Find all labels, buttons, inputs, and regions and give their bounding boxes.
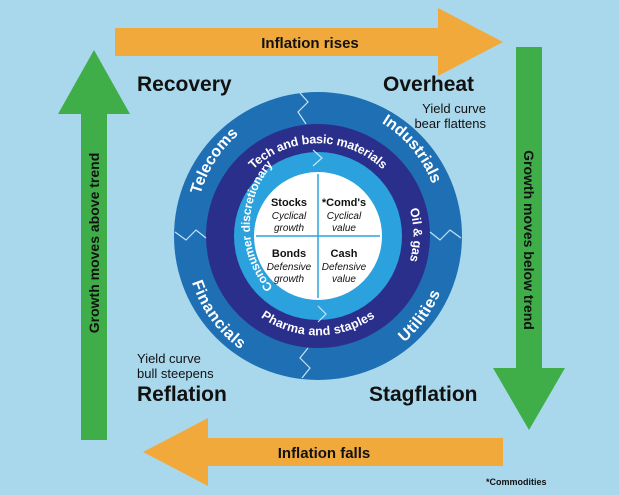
inflation-falls-label: Inflation falls xyxy=(278,445,371,462)
note-reflation-line1: Yield curve xyxy=(137,351,201,366)
middle-label-oil-gas: Oil & gas xyxy=(407,206,425,263)
core-cash-line2: value xyxy=(332,274,356,285)
note-overheat-line2: bear flattens xyxy=(414,116,486,131)
core-stocks-title: Stocks xyxy=(271,197,307,209)
core-commodities-line1: Cyclical xyxy=(327,211,362,222)
footnote: *Commodities xyxy=(486,477,547,487)
core-cash-title: Cash xyxy=(331,248,358,260)
note-overheat: Yield curve bear flattens xyxy=(410,101,486,131)
phase-overheat: Overheat xyxy=(383,73,475,96)
core-stocks-line1: Cyclical xyxy=(272,211,307,222)
core-bonds-title: Bonds xyxy=(272,248,306,260)
note-reflation-line2: bull steepens xyxy=(137,366,214,381)
inflation-rises-arrow xyxy=(115,8,503,76)
growth-below-trend-arrow xyxy=(493,47,565,430)
phase-stagflation: Stagflation xyxy=(369,383,478,406)
inflation-falls-arrow xyxy=(143,418,503,486)
core-commodities-title: *Comd's xyxy=(322,197,366,209)
note-overheat-line1: Yield curve xyxy=(422,101,486,116)
phase-recovery: Recovery xyxy=(137,73,232,96)
inflation-rises-label: Inflation rises xyxy=(261,35,359,52)
phase-reflation: Reflation xyxy=(137,383,227,406)
ring-dividers xyxy=(174,92,462,379)
growth-above-trend-label: Growth moves above trend xyxy=(86,153,102,333)
core-cash-line1: Defensive xyxy=(322,262,367,273)
core-commodities-line2: value xyxy=(332,223,356,234)
core-stocks-line2: growth xyxy=(274,223,304,234)
core-bonds-line2: growth xyxy=(274,274,304,285)
note-reflation: Yield curve bull steepens xyxy=(137,351,214,381)
core-bonds-line1: Defensive xyxy=(267,262,312,273)
growth-below-trend-label: Growth moves below trend xyxy=(521,150,537,330)
growth-above-trend-arrow xyxy=(58,50,130,440)
